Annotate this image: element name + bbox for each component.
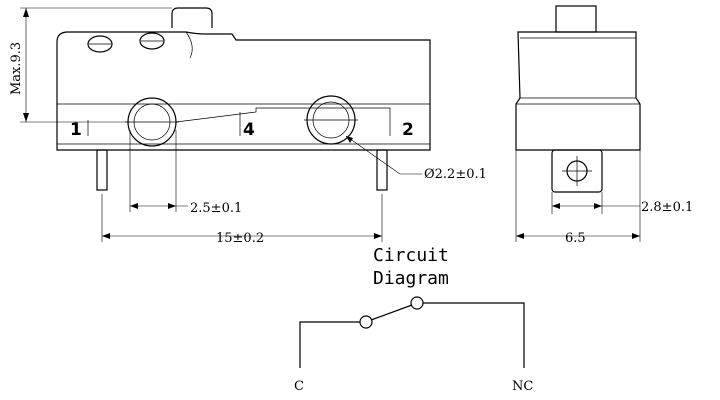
pin-label-2: 2 xyxy=(402,120,414,140)
body-width-label: 6.5 xyxy=(565,231,586,246)
top-screw-left xyxy=(87,35,113,53)
pin-1 xyxy=(96,149,108,191)
side-dimensions: 2.8±0.1 6.5 xyxy=(515,150,693,246)
switch-blade xyxy=(370,304,413,321)
pin-label-1: 1 xyxy=(70,120,82,140)
wire-common xyxy=(299,321,360,368)
front-view: 1 4 2 xyxy=(56,7,431,191)
side-actuator xyxy=(555,5,597,33)
pin-spacing-label: 15±0.2 xyxy=(216,231,264,246)
circuit-title-line2: Diagram xyxy=(373,268,449,289)
terminal-label-nc: NC xyxy=(512,379,533,394)
side-view xyxy=(515,5,641,193)
side-terminal xyxy=(551,149,603,193)
contact-nc xyxy=(410,296,424,310)
height-dimension-label: Max.9.3 xyxy=(9,42,24,95)
circuit-diagram: Circuit Diagram C NC xyxy=(294,245,533,394)
side-body xyxy=(515,31,641,151)
terminal-width-label: 2.8±0.1 xyxy=(641,200,693,215)
actuator xyxy=(171,7,213,28)
hole-diameter-label: Ø2.2±0.1 xyxy=(424,167,487,182)
front-dimensions: Max.9.3 2.5±0.1 15±0.2 Ø2.2±0.1 xyxy=(9,7,487,246)
contact-common xyxy=(359,315,373,329)
hole-spacing-label: 2.5±0.1 xyxy=(190,201,242,216)
wire-nc xyxy=(423,302,525,368)
pin-label-4: 4 xyxy=(243,120,255,140)
circuit-title-line1: Circuit xyxy=(373,245,449,266)
pin-2 xyxy=(376,149,388,191)
switch-body xyxy=(56,31,431,151)
terminal-label-c: C xyxy=(294,379,304,394)
top-screw-right xyxy=(139,32,165,50)
